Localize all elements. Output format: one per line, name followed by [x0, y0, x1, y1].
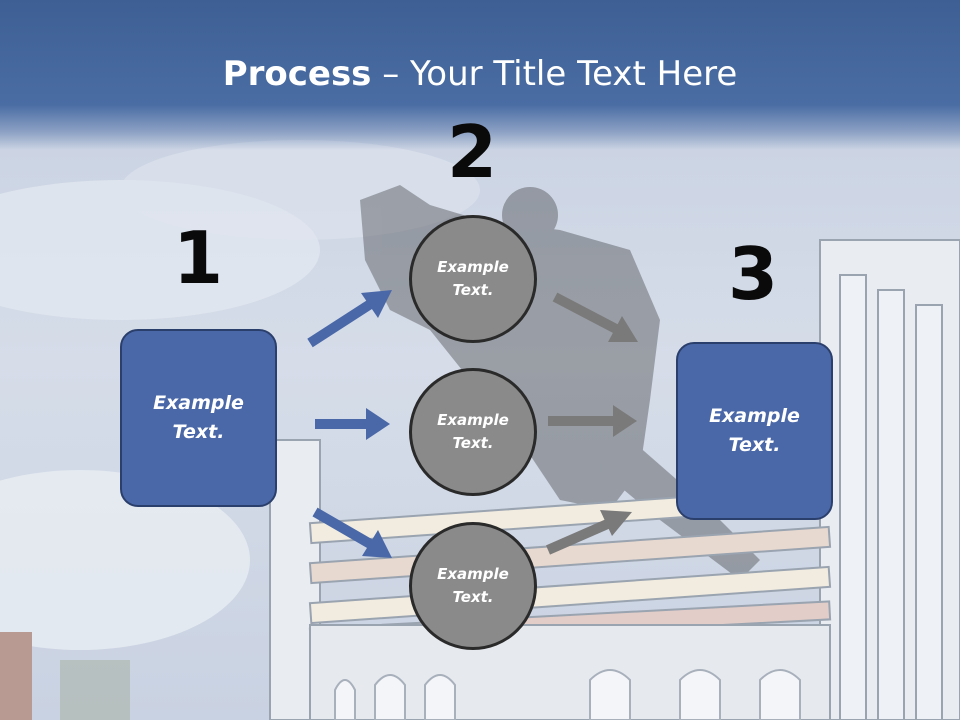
circle-middle: Example Text. — [409, 368, 537, 496]
arrow-up-blue — [307, 290, 392, 348]
step-box-1-text: Example Text. — [153, 392, 244, 443]
arrow-up-gray — [545, 510, 632, 555]
circle-top-text: Example Text. — [437, 258, 509, 299]
circle-bottom: Example Text. — [409, 522, 537, 650]
step-number-3: 3 — [727, 232, 779, 316]
circle-top: Example Text. — [409, 215, 537, 343]
circle-middle-text: Example Text. — [437, 411, 509, 452]
arrow-down-blue — [312, 507, 392, 558]
title-bold: Process — [222, 54, 372, 94]
step-box-3-text: Example Text. — [709, 405, 800, 456]
arrow-right-gray — [548, 405, 637, 437]
arrow-down-gray — [552, 292, 638, 342]
step-number-1: 1 — [172, 216, 224, 300]
step-box-3: Example Text. — [676, 342, 833, 520]
arrow-right-blue — [315, 408, 390, 440]
step-box-1: Example Text. — [120, 329, 277, 507]
step-number-2: 2 — [446, 110, 498, 194]
circle-bottom-text: Example Text. — [437, 565, 509, 606]
title-banner — [0, 0, 960, 150]
title-rest: – Your Title Text Here — [371, 54, 738, 94]
slide-title: Process – Your Title Text Here — [0, 52, 960, 96]
